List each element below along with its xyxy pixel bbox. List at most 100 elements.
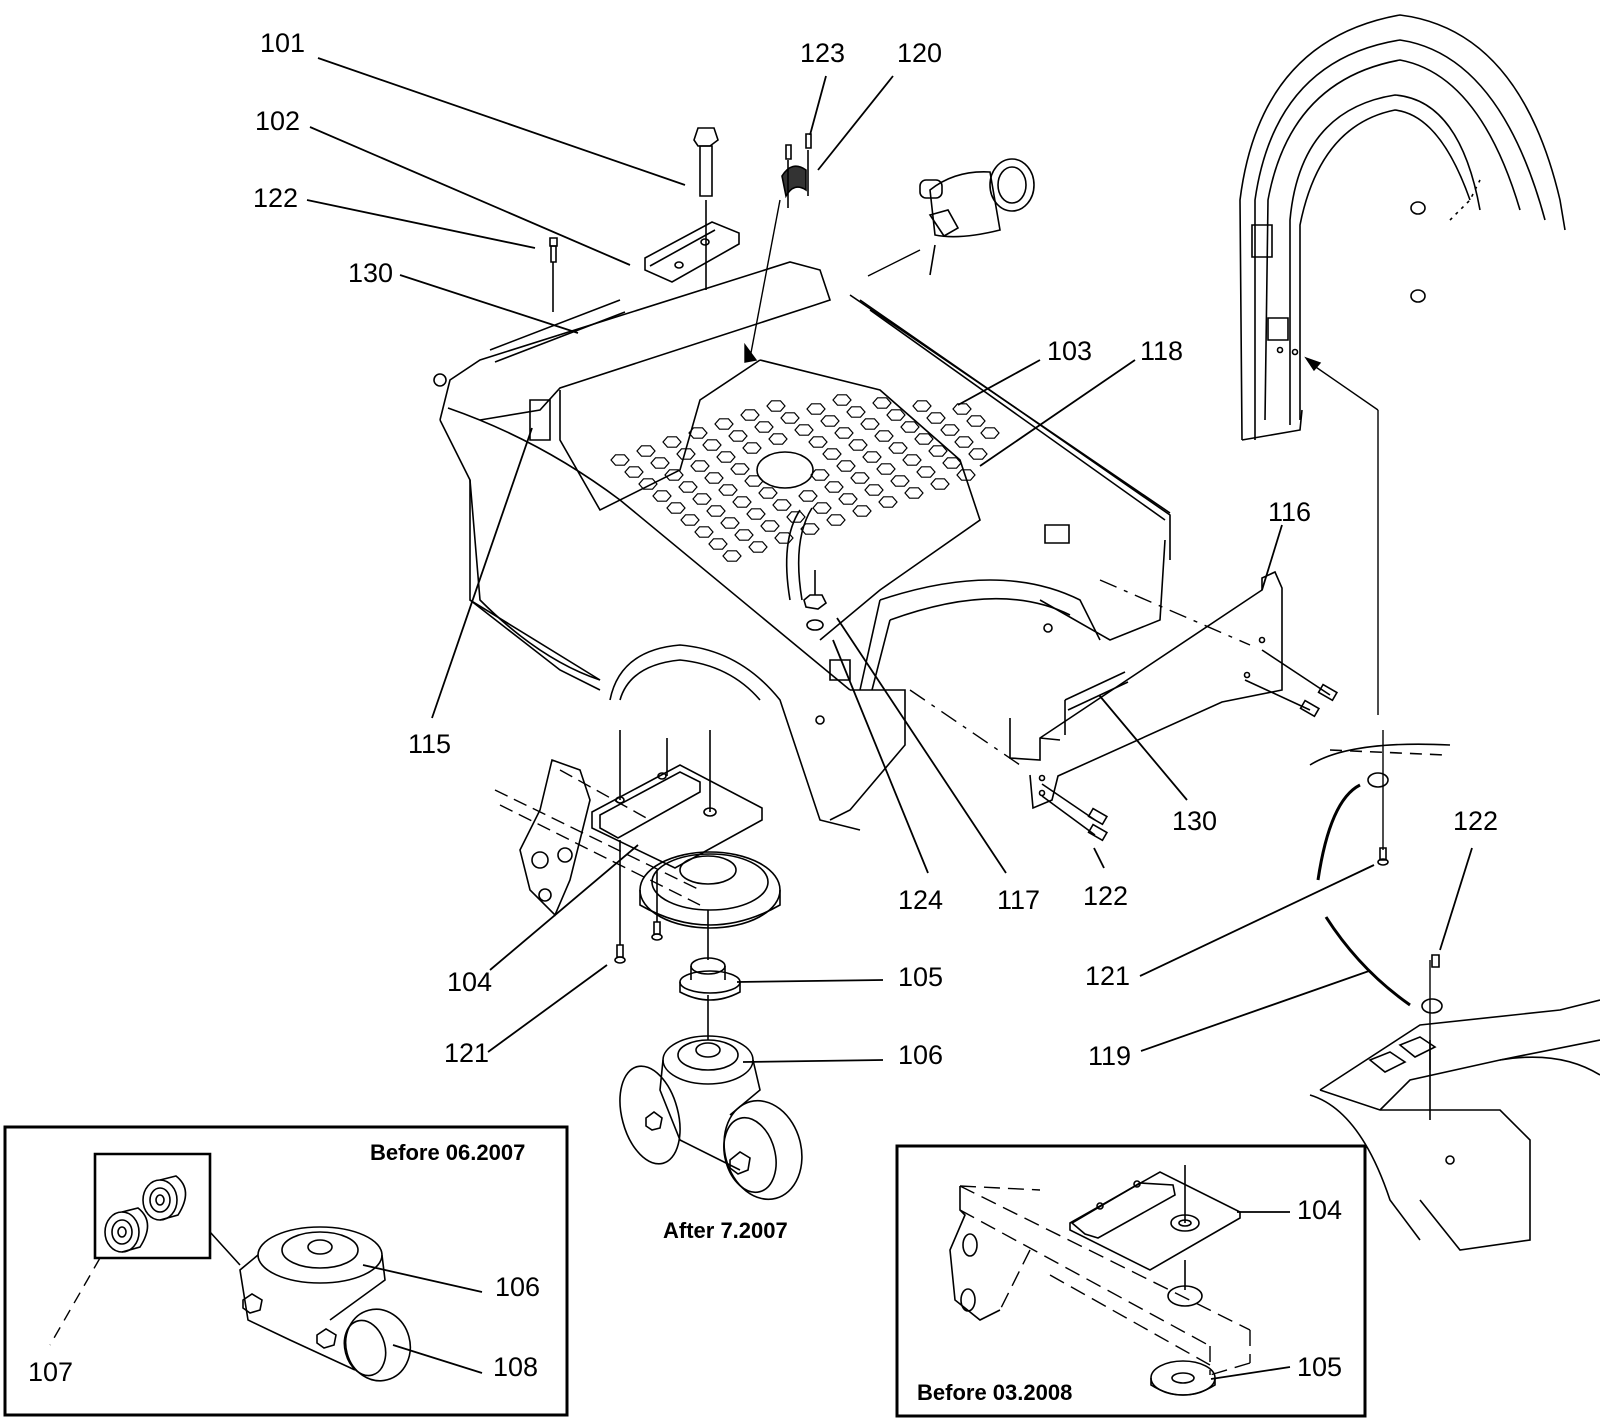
honeycomb-cell [879,497,897,507]
frame-bracket [520,760,590,915]
honeycomb-cell [799,491,817,501]
callout-116: 116 [1268,497,1312,527]
honeycomb-cell [749,542,767,552]
honeycomb-cell [611,455,629,465]
honeycomb-cell [943,458,961,468]
part-122-screw-top [550,238,557,312]
honeycomb-cell [693,494,711,504]
callout-101: 101 [260,28,306,58]
honeycomb-cell [651,458,669,468]
honeycomb-cell [769,434,787,444]
callout-103: 103 [1047,336,1093,366]
honeycomb-cell [733,497,751,507]
honeycomb-cell [681,515,699,525]
honeycomb-cell [773,500,791,510]
caption-after-7-2007: After 7.2007 [663,1218,788,1243]
callout-118: 118 [1140,336,1184,366]
honeycomb-cell [861,419,879,429]
chassis-corner-detail [1310,1000,1600,1250]
callout-121: 121 [444,1038,490,1068]
honeycomb-cell [981,428,999,438]
caption-before-03-2008: Before 03.2008 [917,1380,1073,1405]
callout-105: 105 [1297,1352,1343,1382]
honeycomb-cell [927,413,945,423]
part-122-screws-right [1042,650,1337,840]
callout-130: 130 [1172,806,1218,836]
honeycomb-cell [813,503,831,513]
honeycomb-cell [721,518,739,528]
part-124-nut [804,570,826,630]
honeycomb-cell [837,461,855,471]
part-101-bolt [694,128,718,290]
honeycomb-cell [761,521,779,531]
honeycomb-cell [695,527,713,537]
inset-before-06-2007 [5,1127,567,1415]
honeycomb-cell [741,410,759,420]
honeycomb-cell [941,425,959,435]
honeycomb-cell [795,425,813,435]
caster-mount-ring [640,852,780,928]
honeycomb-cell [931,479,949,489]
callout-130: 130 [348,258,394,288]
honeycomb-cell [875,431,893,441]
honeycomb-cell [851,473,869,483]
callout-107: 107 [28,1357,74,1387]
honeycomb-cell [787,512,805,522]
honeycomb-cell [905,488,923,498]
callout-122: 122 [1453,806,1499,836]
honeycomb-cell [835,428,853,438]
honeycomb-cell [809,437,827,447]
callout-104: 104 [1297,1195,1343,1225]
part-102-bracket [645,222,739,282]
honeycomb-cell [679,482,697,492]
callout-115: 115 [408,729,452,759]
honeycomb-cell [847,407,865,417]
honeycomb-cell [891,476,909,486]
honeycomb-cell [825,482,843,492]
honeycomb-cell [677,449,695,459]
honeycomb-cell [969,449,987,459]
honeycomb-cell [821,416,839,426]
honeycomb-cell [811,470,829,480]
honeycomb-cell [637,446,655,456]
honeycomb-cell [807,404,825,414]
honeycomb-cell [889,443,907,453]
part-120-clamp [782,134,811,208]
honeycomb-cell [689,428,707,438]
caption-before-06-2007: Before 06.2007 [370,1140,526,1165]
part-119-ground-strap [1310,744,1450,1013]
honeycomb-cell [917,467,935,477]
part-116-panel [1010,572,1282,808]
part-118-tube [787,508,812,600]
honeycomb-cell [691,461,709,471]
part-104-plate [592,730,762,868]
honeycomb-cell [865,485,883,495]
leader-lines [307,58,1472,1379]
callout-124: 124 [898,885,944,915]
honeycomb-cell [929,446,947,456]
honeycomb-cell [901,422,919,432]
honeycomb-cell [903,455,921,465]
honeycomb-cell [863,452,881,462]
honeycomb-cell [665,470,683,480]
honeycomb-cell [743,443,761,453]
honeycomb-cell [735,530,753,540]
part-121-screws [615,840,662,963]
honeycomb-cell [955,437,973,447]
honeycomb-cell [717,452,735,462]
callout-105: 105 [898,962,944,992]
honeycomb-cell [663,437,681,447]
callout-120: 120 [897,38,943,68]
part-130-strips [490,300,1128,735]
honeycomb-floor [611,395,999,561]
honeycomb-cell [877,464,895,474]
honeycomb-cell [873,398,891,408]
callout-117: 117 [997,885,1041,915]
callout-123: 123 [800,38,846,68]
honeycomb-cell [731,464,749,474]
callout-102: 102 [255,106,301,136]
honeycomb-cell [827,515,845,525]
honeycomb-cell [729,431,747,441]
